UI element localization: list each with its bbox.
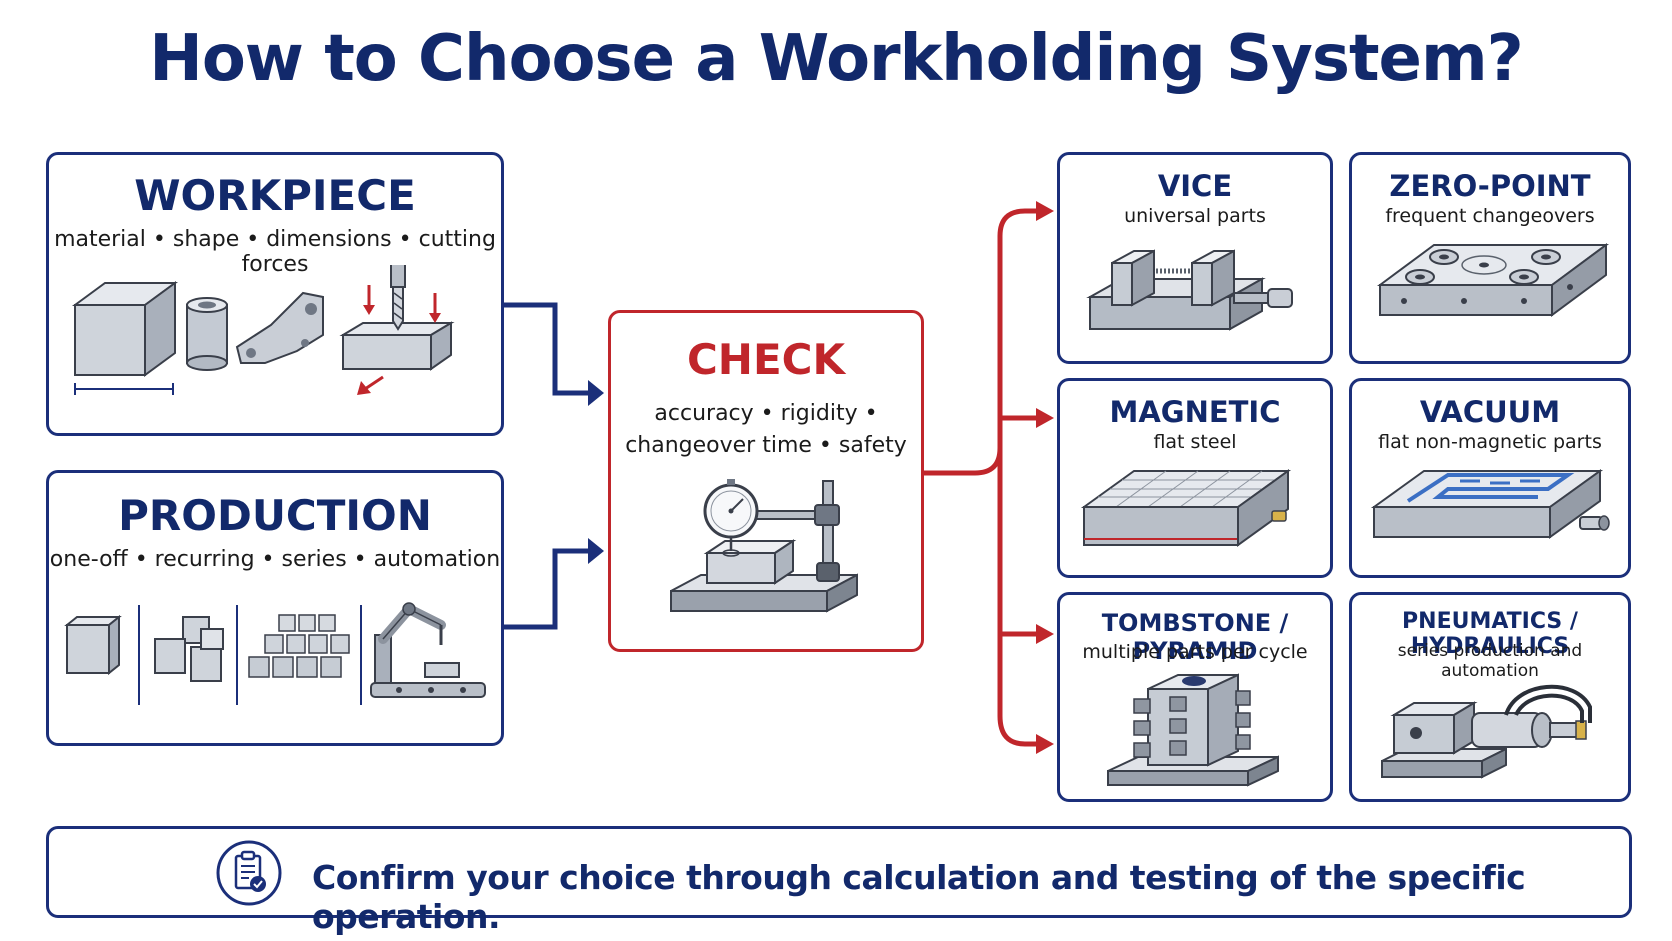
tombstone-icon <box>1107 673 1279 787</box>
criterion-safety: safety <box>838 433 907 458</box>
cube-icon <box>71 281 179 395</box>
footer-banner <box>46 826 1632 918</box>
vice-icon <box>1086 249 1293 331</box>
factor-shape: shape <box>172 227 240 252</box>
workpiece-illustration <box>71 265 455 395</box>
option-vacuum-title: VACUUM <box>1419 395 1561 429</box>
workpiece-to-check-arrow <box>504 302 594 396</box>
option-tombstone-title: TOMBSTONE / PYRAMID <box>1101 609 1289 665</box>
production-title: PRODUCTION <box>118 491 432 540</box>
factor-series: series <box>281 547 347 572</box>
option-tombstone-subtitle: multiple parts per cycle <box>1082 641 1308 663</box>
option-vacuum-subtitle: flat non-magnetic parts <box>1378 431 1602 453</box>
clipboard-check-icon <box>216 840 282 906</box>
production-illustration <box>64 602 486 705</box>
page-title: How to Choose a Workholding System? <box>149 22 1524 96</box>
production-panel: PRODUCTION one-off • recurring • series … <box>46 470 504 746</box>
factor-dimensions: dimensions <box>266 227 392 252</box>
option-zero-point-title: ZERO-POINT <box>1389 169 1591 203</box>
option-magnetic[interactable]: MAGNETIC flat steel <box>1057 378 1333 578</box>
workpiece-panel: WORKPIECE material • shape • dimensions … <box>46 152 504 436</box>
check-panel: CHECK accuracy • rigidity • changeover t… <box>608 310 924 652</box>
series-parts-icon <box>248 614 350 678</box>
option-zero-point[interactable]: ZERO-POINT frequent changeovers <box>1349 152 1631 364</box>
robot-arm-icon <box>370 602 486 698</box>
option-vice-title: VICE <box>1157 169 1233 203</box>
recurring-parts-icon <box>154 616 224 682</box>
factor-automation: automation <box>373 547 501 572</box>
option-zero-point-subtitle: frequent changeovers <box>1385 205 1595 227</box>
option-magnetic-subtitle: flat steel <box>1153 431 1237 453</box>
factor-cutting-forces: cutting forces <box>241 227 496 277</box>
hydraulic-clamp-icon <box>1381 684 1592 779</box>
criterion-rigidity: rigidity <box>780 401 858 426</box>
footer-text: Confirm your choice through calculation … <box>312 858 1526 936</box>
zero-point-plate-icon <box>1376 243 1610 317</box>
option-vice[interactable]: VICE universal parts <box>1057 152 1333 364</box>
single-part-icon <box>64 614 122 676</box>
option-vacuum[interactable]: VACUUM flat non-magnetic parts <box>1349 378 1631 578</box>
production-to-check-arrow <box>504 548 594 630</box>
vacuum-table-icon <box>1370 469 1610 539</box>
option-pneumatics-subtitle: series production and automation <box>1397 641 1583 681</box>
option-pneumatics-hydraulics[interactable]: PNEUMATICS / HYDRAULICS series productio… <box>1349 592 1631 802</box>
option-pneumatics-title: PNEUMATICS / HYDRAULICS <box>1402 609 1578 659</box>
workpiece-factors: material • shape • dimensions • cutting … <box>54 227 496 277</box>
check-criteria-line1: accuracy • rigidity • <box>654 401 878 426</box>
check-title: CHECK <box>686 335 846 384</box>
option-vice-subtitle: universal parts <box>1124 205 1266 227</box>
factor-material: material <box>54 227 146 252</box>
criterion-changeover-time: changeover time <box>625 433 812 458</box>
production-factors: one-off • recurring • series • automatio… <box>49 547 501 572</box>
option-tombstone-pyramid[interactable]: TOMBSTONE / PYRAMID multiple parts per c… <box>1057 592 1333 802</box>
dial-indicator-icon <box>670 479 858 613</box>
cylinder-icon <box>186 297 228 371</box>
factor-recurring: recurring <box>154 547 255 572</box>
check-to-options-arrows <box>924 208 1040 747</box>
factor-one-off: one-off <box>49 547 128 572</box>
magnetic-chuck-icon <box>1080 469 1292 547</box>
check-criteria-line2: changeover time • safety <box>625 433 907 458</box>
workpiece-title: WORKPIECE <box>134 171 416 220</box>
milling-block-icon <box>339 265 455 395</box>
bracket-part-icon <box>235 291 324 364</box>
option-magnetic-title: MAGNETIC <box>1109 395 1281 429</box>
criterion-accuracy: accuracy <box>654 401 754 426</box>
